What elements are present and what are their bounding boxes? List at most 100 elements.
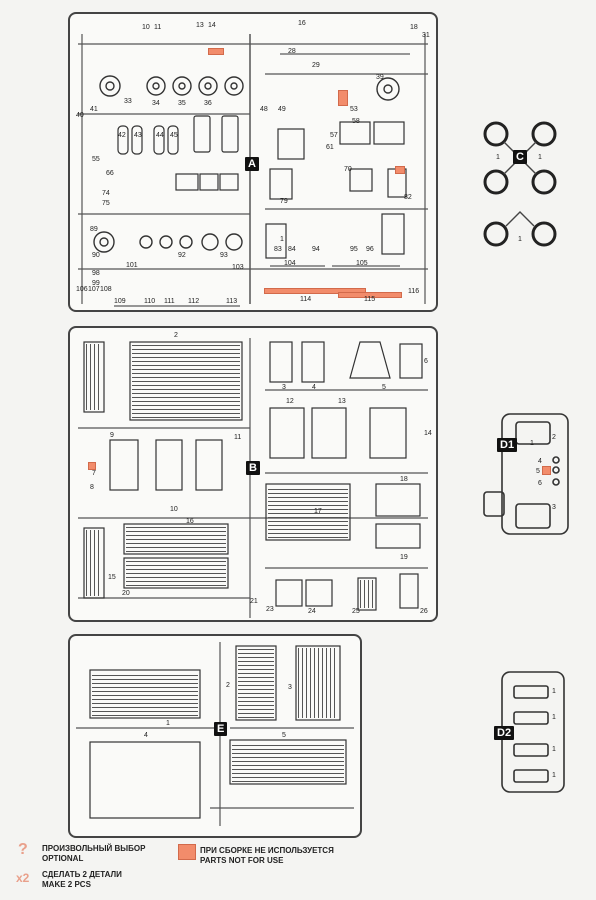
sprue-d2-frame: D2 1 1 1 1 bbox=[494, 670, 574, 796]
not-for-use-mark bbox=[88, 462, 96, 470]
not-for-use-mark bbox=[264, 288, 366, 294]
sprue-e-frame: 1 2 3 4 5 E bbox=[68, 634, 362, 838]
part-number: 107 bbox=[88, 286, 100, 293]
part-number: 82 bbox=[404, 194, 412, 201]
legend-not-for-use-ru: ПРИ СБОРКЕ НЕ ИСПОЛЬЗУЕТСЯ bbox=[200, 846, 334, 855]
part-number: 5 bbox=[382, 384, 386, 391]
part-number: 90 bbox=[92, 252, 100, 259]
part-number: 1 bbox=[552, 688, 556, 695]
part-number: 2 bbox=[174, 332, 178, 339]
legend-optional-ru: ПРОИЗВОЛЬНЫЙ ВЫБОР bbox=[42, 844, 146, 853]
part-number: 92 bbox=[178, 252, 186, 259]
part-number: 18 bbox=[410, 24, 418, 31]
sprue-c-drawing bbox=[483, 121, 557, 247]
legend-not-for-use: ПРИ СБОРКЕ НЕ ИСПОЛЬЗУЕТСЯ PARTS NOT FOR… bbox=[200, 846, 334, 866]
part-number: 21 bbox=[250, 598, 258, 605]
make-two-icon: x2 bbox=[16, 871, 30, 885]
part-number: 2 bbox=[226, 682, 230, 689]
part-number: 3 bbox=[552, 504, 556, 511]
part-number: 14 bbox=[424, 430, 432, 437]
part-hatch bbox=[126, 526, 226, 552]
part-number: 33 bbox=[124, 98, 132, 105]
part-number: 24 bbox=[308, 608, 316, 615]
part-number: 9 bbox=[110, 432, 114, 439]
part-number: 10 bbox=[142, 24, 150, 31]
part-number: 89 bbox=[90, 226, 98, 233]
part-number: 2 bbox=[552, 434, 556, 441]
part-number: 101 bbox=[126, 262, 138, 269]
part-number: 116 bbox=[408, 288, 420, 295]
part-number: 23 bbox=[266, 606, 274, 613]
part-number: 98 bbox=[92, 270, 100, 277]
part-number: 42 bbox=[118, 132, 126, 139]
part-number: 48 bbox=[260, 106, 268, 113]
legend-make-two-en: MAKE 2 PCS bbox=[42, 880, 91, 889]
part-number: 1 bbox=[280, 236, 284, 243]
part-number: 1 bbox=[552, 714, 556, 721]
part-number: 3 bbox=[288, 684, 292, 691]
part-number: 6 bbox=[538, 480, 542, 487]
sprue-a-tag: A bbox=[245, 157, 259, 171]
part-number: 35 bbox=[178, 100, 186, 107]
part-hatch bbox=[360, 580, 374, 608]
part-hatch bbox=[126, 560, 226, 586]
part-number: 16 bbox=[186, 518, 194, 525]
part-hatch bbox=[86, 344, 102, 410]
part-number: 13 bbox=[338, 398, 346, 405]
part-number: 7 bbox=[92, 470, 96, 477]
sprue-a-frame: 1 16 10 11 13 14 18 31 28 29 33 34 35 36… bbox=[68, 12, 438, 312]
sprue-d2-tag: D2 bbox=[494, 726, 515, 740]
not-for-use-mark bbox=[208, 48, 224, 55]
legend-optional: ПРОИЗВОЛЬНЫЙ ВЫБОР OPTIONAL bbox=[42, 844, 145, 864]
legend-optional-en: OPTIONAL bbox=[42, 854, 84, 863]
part-number: 18 bbox=[400, 476, 408, 483]
part-number: 4 bbox=[144, 732, 148, 739]
not-for-use-mark bbox=[338, 292, 402, 298]
part-number: 1 bbox=[552, 746, 556, 753]
part-number: 10 bbox=[170, 506, 178, 513]
part-number: 36 bbox=[204, 100, 212, 107]
part-number: 13 bbox=[196, 22, 204, 29]
part-number: 105 bbox=[356, 260, 368, 267]
part-number: 25 bbox=[352, 608, 360, 615]
part-number: 108 bbox=[100, 286, 112, 293]
part-number: 12 bbox=[286, 398, 294, 405]
legend-make-two-ru: СДЕЛАТЬ 2 ДЕТАЛИ bbox=[42, 870, 122, 879]
sprue-b-runners bbox=[78, 338, 428, 618]
part-number: 5 bbox=[282, 732, 286, 739]
sprue-b-tag: B bbox=[246, 461, 260, 475]
part-number: 15 bbox=[108, 574, 116, 581]
sprue-d1-drawing bbox=[483, 413, 569, 535]
part-number: 20 bbox=[122, 590, 130, 597]
part-hatch bbox=[92, 672, 198, 716]
part-number: 1 bbox=[538, 154, 542, 161]
not-for-use-mark bbox=[395, 166, 405, 174]
part-number: 1 bbox=[166, 720, 170, 727]
optional-icon: ? bbox=[18, 841, 28, 858]
part-number: 111 bbox=[164, 298, 175, 305]
part-number: 1 bbox=[552, 772, 556, 779]
part-number: 28 bbox=[288, 48, 296, 55]
part-number: 5 bbox=[536, 468, 540, 475]
part-number: 110 bbox=[144, 298, 156, 305]
not-for-use-mark bbox=[338, 90, 348, 106]
part-number: 34 bbox=[152, 100, 160, 107]
part-number: 58 bbox=[352, 118, 360, 125]
part-number: 29 bbox=[312, 62, 320, 69]
part-number: 49 bbox=[278, 106, 286, 113]
part-number: 40 bbox=[76, 112, 84, 119]
part-number: 1 bbox=[518, 236, 522, 243]
sprue-b-frame: 2 3 4 5 6 7 8 9 10 11 12 13 14 15 16 17 … bbox=[68, 326, 438, 622]
part-number: 6 bbox=[424, 358, 428, 365]
part-hatch bbox=[232, 742, 344, 782]
part-number: 45 bbox=[170, 132, 178, 139]
part-hatch bbox=[298, 648, 338, 718]
part-number: 70 bbox=[344, 166, 352, 173]
part-number: 26 bbox=[420, 608, 428, 615]
part-number: 61 bbox=[326, 144, 334, 151]
sprue-c-tag: C bbox=[513, 150, 527, 164]
part-number: 4 bbox=[312, 384, 316, 391]
part-number: 75 bbox=[102, 200, 110, 207]
sprue-e-tag: E bbox=[214, 722, 228, 736]
part-number: 57 bbox=[330, 132, 338, 139]
